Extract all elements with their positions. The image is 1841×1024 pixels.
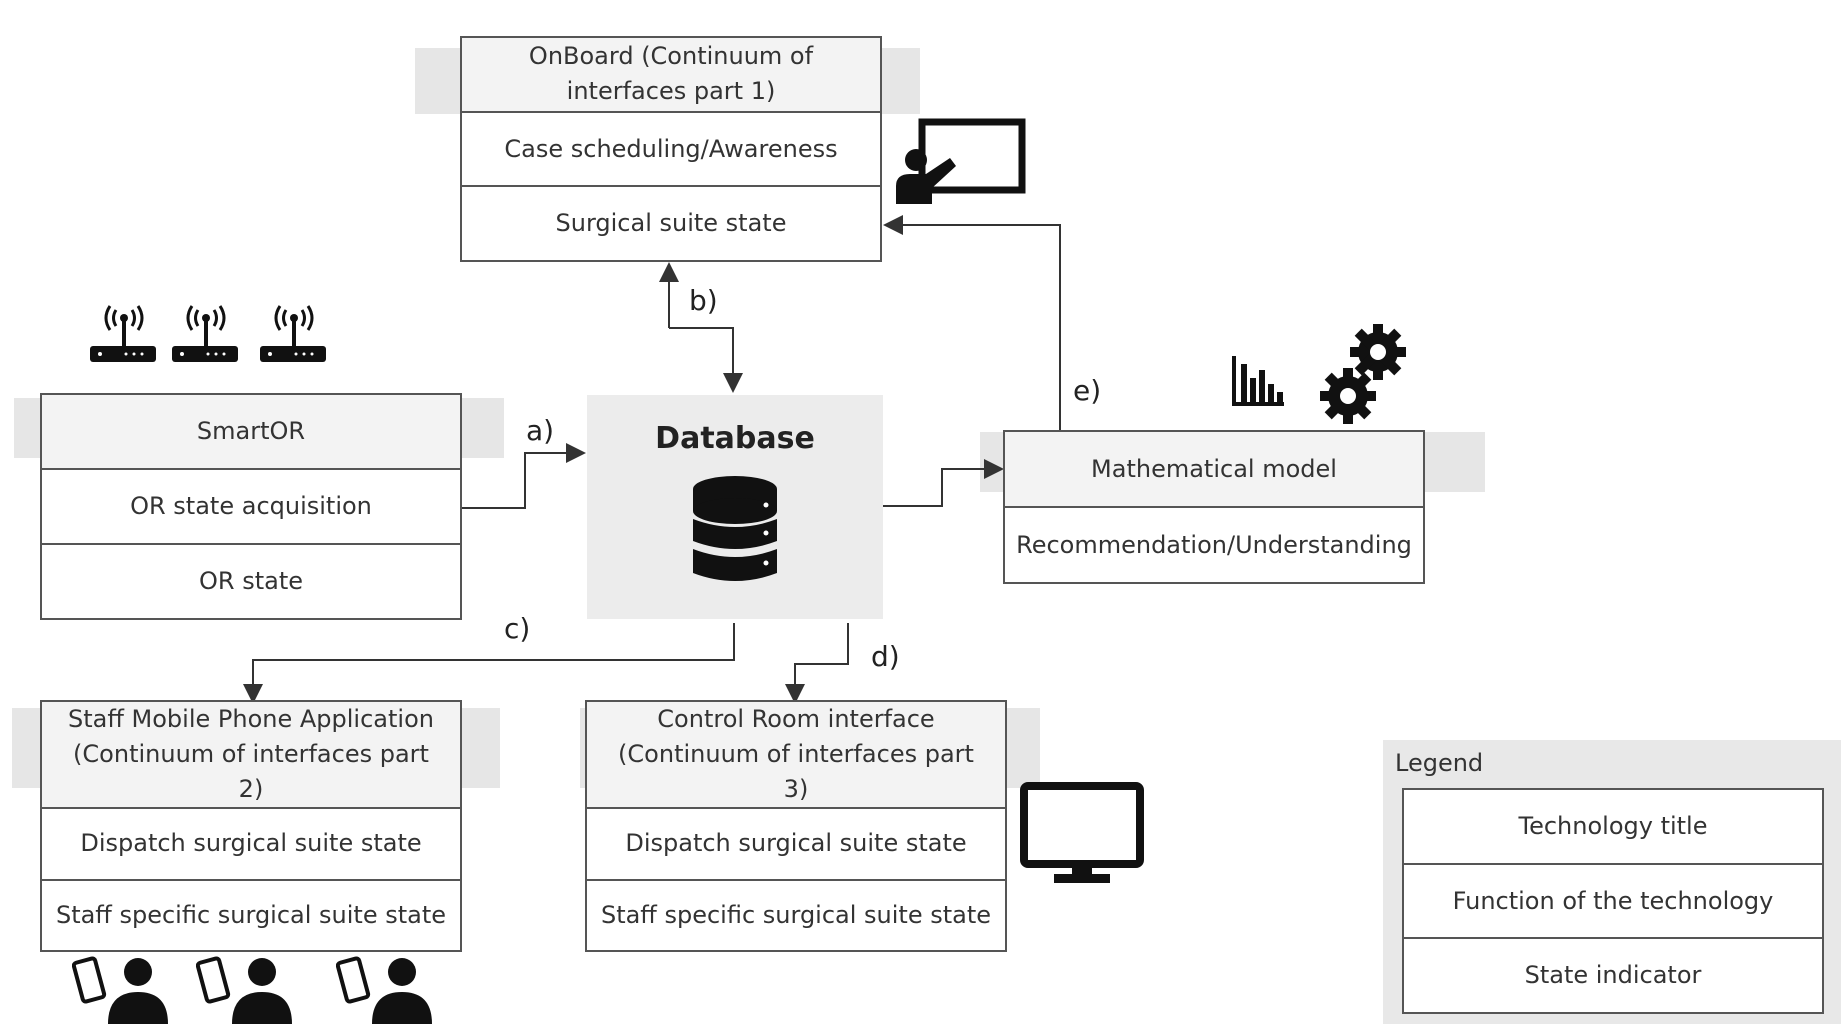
arrow-label-e: e): [1073, 374, 1102, 407]
control-room-function: Dispatch surgical suite state: [587, 807, 1005, 879]
monitor-icon: [1020, 782, 1144, 883]
staff-app-title: Staff Mobile Phone Application (Continuu…: [42, 702, 460, 807]
arrow-e: [882, 459, 1004, 507]
wifi-router-icon: [260, 305, 326, 362]
arrow-d: [785, 623, 849, 704]
arrow-label-c: c): [504, 612, 531, 645]
legend-item-title: Technology title: [1518, 811, 1708, 840]
control-room-state: Staff specific surgical suite state: [587, 878, 1005, 951]
onboard-box: OnBoard (Continuum of interfaces part 1)…: [460, 36, 882, 262]
arrow-a: [462, 443, 586, 509]
legend: Legend Technology title Function of the …: [1383, 740, 1841, 1024]
staff-app-state: Staff specific surgical suite state: [42, 878, 460, 951]
wifi-router-icon: [172, 305, 238, 362]
onboard-function: Case scheduling/Awareness: [462, 110, 880, 186]
gears-icon: [1320, 324, 1406, 424]
presentation-icon: [896, 118, 1026, 204]
onboard-state: Surgical suite state: [462, 185, 880, 260]
arrow-label-a: a): [526, 414, 555, 447]
smartor-box: SmartOR OR state acquisition OR state: [40, 393, 462, 620]
wifi-router-icon: [90, 305, 156, 362]
math-model-title: Mathematical model: [1005, 432, 1423, 506]
database-icon: [693, 476, 777, 581]
legend-item-function: Function of the technology: [1404, 862, 1822, 938]
arrow-b-down: [669, 327, 743, 393]
staff-app-box: Staff Mobile Phone Application (Continuu…: [40, 700, 462, 952]
onboard-title: OnBoard (Continuum of interfaces part 1): [462, 38, 880, 111]
legend-title: Legend: [1395, 749, 1484, 777]
arrow-e-up: [883, 215, 1061, 432]
arrow-c: [243, 623, 735, 704]
smartor-title: SmartOR: [42, 395, 460, 468]
math-model-function: Recommendation/Understanding: [1005, 506, 1423, 582]
smartor-function: OR state acquisition: [42, 468, 460, 543]
arrow-label-b: b): [689, 284, 718, 317]
mobile-user-icon: [336, 956, 432, 1024]
mobile-user-icon: [196, 956, 292, 1024]
staff-app-function: Dispatch surgical suite state: [42, 807, 460, 879]
arrow-label-d: d): [871, 640, 900, 673]
smartor-state: OR state: [42, 543, 460, 618]
bar-chart-icon: [1232, 356, 1284, 406]
math-model-box: Mathematical model Recommendation/Unders…: [1003, 430, 1425, 584]
control-room-title: Control Room interface (Continuum of int…: [587, 702, 1005, 807]
legend-item-state: State indicator: [1404, 937, 1822, 1012]
control-room-box: Control Room interface (Continuum of int…: [585, 700, 1007, 952]
mobile-user-icon: [72, 956, 168, 1024]
database-title: Database: [655, 421, 815, 456]
database-box: Database: [587, 395, 883, 619]
legend-sample-box: Technology title Function of the technol…: [1402, 788, 1824, 1014]
